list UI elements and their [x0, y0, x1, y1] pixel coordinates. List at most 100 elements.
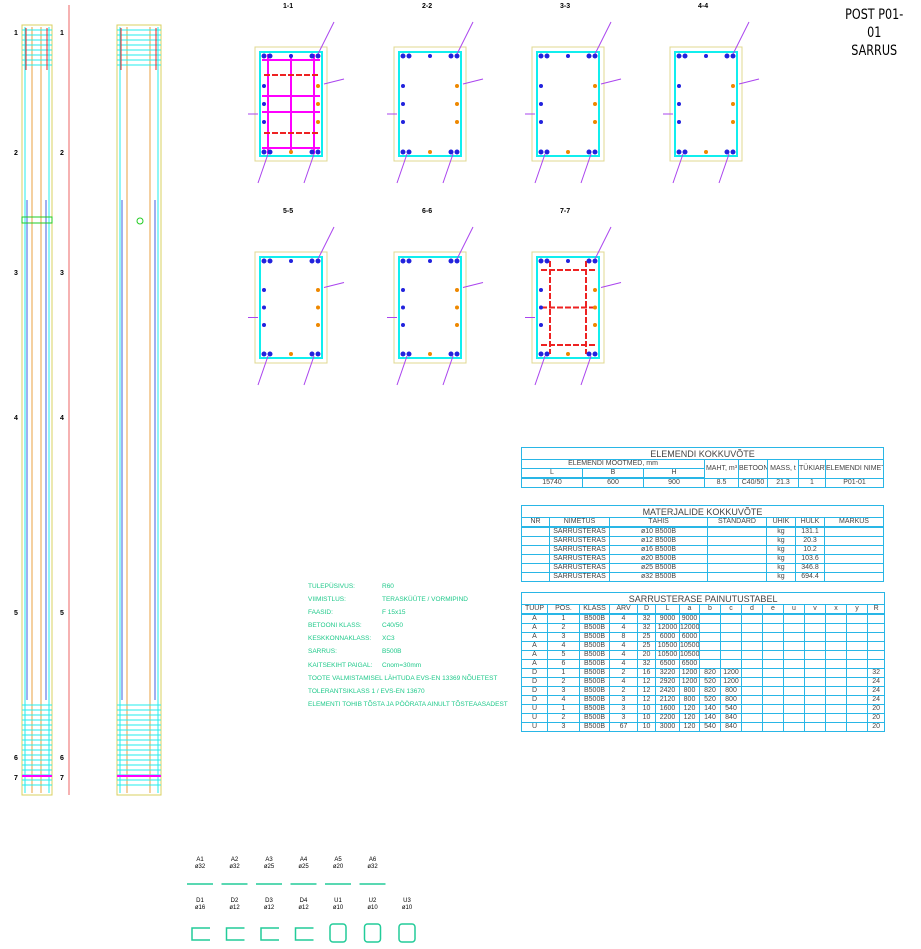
note-line: TULEPÜSIVUS:R60 — [308, 580, 508, 593]
cell: ø32 B500B — [609, 572, 708, 582]
rebar-dot — [454, 53, 460, 59]
rebar-dot — [593, 102, 597, 106]
cell: 10500 — [679, 641, 700, 651]
rebar-dot — [544, 149, 550, 155]
cell — [846, 650, 868, 660]
cell: 2200 — [655, 713, 680, 723]
cell: 25 — [637, 641, 656, 651]
header-cell: e — [762, 604, 784, 615]
cell: 4 — [609, 641, 638, 651]
cell — [741, 722, 763, 732]
cell — [783, 613, 805, 624]
stirrup — [536, 256, 600, 359]
cell — [825, 722, 847, 732]
leader-line — [594, 226, 612, 260]
element-summary-table: ELEMENDI KOKKUVÕTE ELEMENDI MÕÕTMED, mm … — [520, 447, 885, 488]
bar-mark: A3 — [265, 857, 273, 863]
cell — [707, 563, 767, 573]
rebar-dot — [544, 53, 550, 59]
rebar-dot — [538, 351, 544, 357]
bar-mark: U1 — [334, 898, 342, 904]
rebar-dot — [539, 323, 543, 327]
cell: B500B — [579, 713, 610, 723]
note-line: BETOONI KLASS:C40/50 — [308, 619, 508, 632]
cell — [846, 686, 868, 696]
cell — [804, 641, 826, 651]
cell: 1200 — [720, 677, 742, 687]
header-cell: NIMETUS — [549, 517, 610, 528]
leader-line — [323, 78, 345, 85]
header-cell: b — [699, 604, 721, 615]
rebar-dot — [677, 102, 681, 106]
rebar-dot — [406, 258, 412, 264]
header-cell: v — [804, 604, 826, 615]
header-cell: ELEMENDI NIMETUS — [824, 459, 885, 479]
cell: 2 — [547, 677, 580, 687]
rebar-dot — [566, 259, 570, 263]
cell — [741, 641, 763, 651]
cell: 140 — [699, 713, 721, 723]
bar-diameter: ø32 — [194, 864, 206, 870]
rebar-dot — [592, 149, 598, 155]
rebar-dot — [315, 351, 321, 357]
rebar-dot — [262, 288, 266, 292]
header-cell: MAHT, m³ — [704, 459, 739, 479]
table-title: MATERJALIDE KOKKUVÕTE — [521, 505, 884, 518]
cell — [804, 704, 826, 714]
cell — [825, 650, 847, 660]
cell — [699, 659, 721, 669]
cell — [783, 704, 805, 714]
cell — [762, 668, 784, 678]
cell: 20 — [637, 650, 656, 660]
cell: 25 — [637, 632, 656, 642]
cell: 2 — [609, 668, 638, 678]
header-cell: BETOON — [738, 459, 768, 479]
cell: 3 — [609, 713, 638, 723]
section-outline — [669, 46, 743, 162]
rebar-dot — [544, 351, 550, 357]
cell: 10 — [637, 713, 656, 723]
cell — [521, 572, 550, 582]
cell: D — [521, 686, 548, 696]
bar-mark: A5 — [334, 857, 342, 863]
cell — [762, 659, 784, 669]
cell — [762, 713, 784, 723]
rebar-dot — [593, 288, 597, 292]
bar-mark: U2 — [368, 898, 377, 904]
cell — [762, 632, 784, 642]
cell: A — [521, 623, 548, 633]
rebar-dot — [592, 351, 598, 357]
rebar-dot — [262, 102, 266, 106]
cell: kg — [766, 545, 796, 555]
note-key: BETOONI KLASS: — [308, 622, 362, 630]
cell: 1200 — [679, 668, 700, 678]
rebar-dot — [428, 150, 432, 154]
rebar-dot — [539, 102, 543, 106]
cell: A — [521, 641, 548, 651]
rebar-dot — [400, 53, 406, 59]
rebar-dot — [428, 54, 432, 58]
cell: 1 — [798, 477, 826, 488]
rebar-dot — [539, 288, 543, 292]
cell: SARRUSTERAS — [549, 526, 610, 537]
bar-mark: D1 — [196, 898, 204, 904]
cell — [783, 713, 805, 723]
cell — [783, 695, 805, 705]
section-marker: 6 — [60, 755, 64, 762]
cell — [866, 650, 886, 660]
cell: 6000 — [679, 632, 700, 642]
cell — [762, 722, 784, 732]
section-marker: 2 — [14, 150, 18, 157]
cell: B500B — [579, 722, 610, 732]
leader-line — [534, 355, 546, 386]
cell: 15740 — [521, 477, 583, 488]
leader-line — [580, 355, 592, 386]
section-marker: 7 — [14, 775, 18, 782]
